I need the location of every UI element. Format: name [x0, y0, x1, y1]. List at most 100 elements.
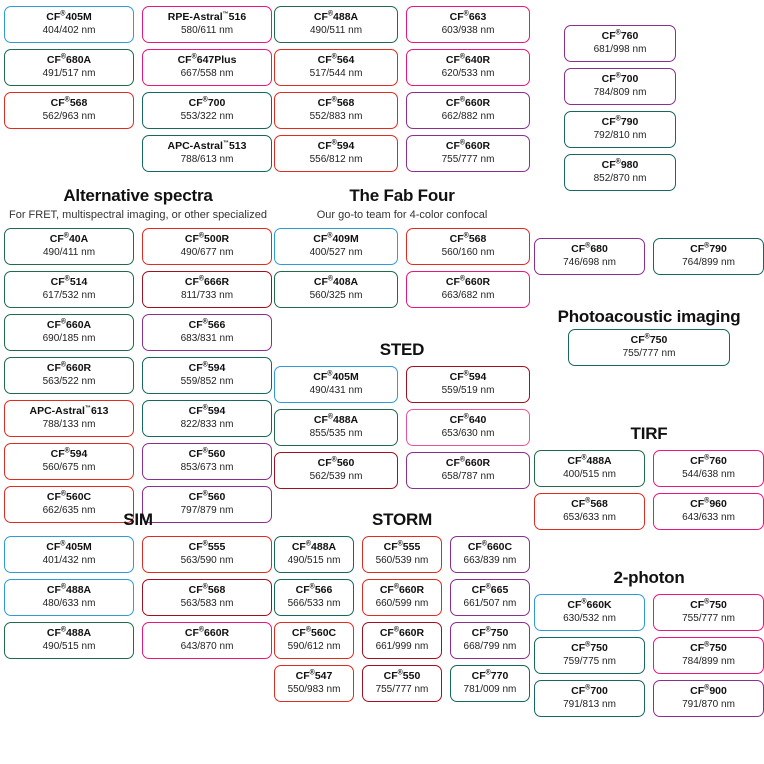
registered-mark-icon: ® — [459, 96, 466, 104]
dye-name: CF®500R — [184, 232, 230, 246]
section-title-two-photon: 2-photon — [613, 568, 685, 587]
dye-spectra-values: 580/611 nm — [180, 25, 234, 36]
registered-mark-icon: ® — [463, 413, 469, 421]
dye-name: CF®640R — [445, 53, 491, 67]
dye-spectra-values: 490/431 nm — [309, 385, 363, 396]
dye-spectra-values: 562/963 nm — [42, 111, 96, 122]
registered-mark-icon: ® — [481, 540, 487, 548]
dye-spectra-values: 563/522 nm — [42, 376, 96, 387]
registered-mark-icon: ® — [305, 540, 312, 548]
dye-name: CF®488A — [313, 10, 359, 24]
registered-mark-icon: ® — [64, 447, 70, 455]
registered-mark-icon: ® — [60, 583, 67, 591]
registered-mark-icon: ® — [459, 139, 466, 147]
dye-spectra-values: 811/733 nm — [180, 290, 234, 301]
dye-name: CF®488A — [313, 413, 359, 427]
dye-name: CF®566 — [295, 583, 333, 597]
dye-spectra-values: 788/613 nm — [180, 154, 234, 165]
dye-name: CF®568 — [50, 96, 88, 110]
dye-spectra-values: 662/635 nm — [42, 505, 96, 516]
dye-spectra-values: 658/787 nm — [441, 471, 495, 482]
registered-mark-icon: ® — [202, 404, 208, 412]
registered-mark-icon: ® — [393, 583, 399, 591]
dye-spectra-values: 560/325 nm — [309, 290, 363, 301]
